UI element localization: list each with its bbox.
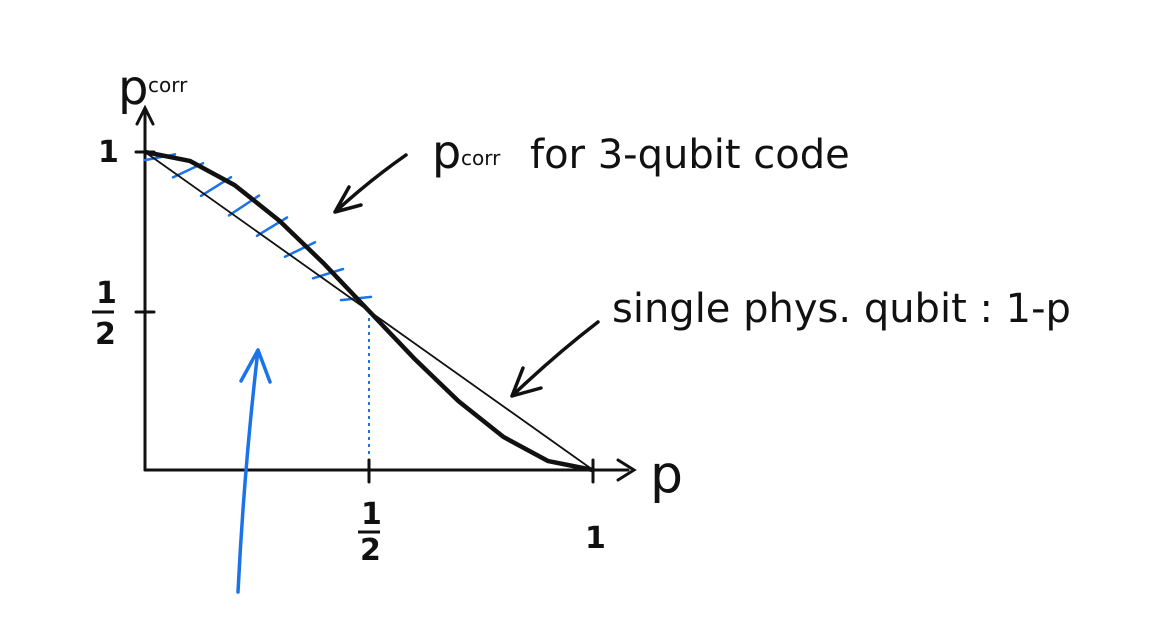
y-axis-title: p (118, 60, 148, 116)
y-tick-label-half-den: 2 (95, 317, 116, 352)
annotation-single: single phys. qubit : 1-p (612, 286, 1071, 332)
annotation-code-sub: corr (461, 146, 501, 170)
hatch-pointer-arrow (236, 348, 272, 594)
y-tick-label-half-num: 1 (96, 276, 117, 311)
hatch-stroke (311, 267, 345, 280)
annotation-code-rest: for 3-qubit code (530, 132, 850, 178)
y-axis-arrowhead (135, 104, 155, 126)
annotation-single-arrow (510, 320, 600, 398)
annotation-code-arrow (333, 153, 408, 214)
y-axis-title-sub: corr (148, 73, 188, 97)
y-tick-label-one: 1 (98, 135, 119, 170)
x-tick-label-one: 1 (585, 521, 606, 556)
x-tick-label-half-den: 2 (360, 533, 381, 568)
series-3-qubit-code-curve (142, 149, 596, 473)
x-axis-title: p (650, 445, 683, 505)
x-axis-arrowhead (616, 458, 637, 482)
annotation-code-p: p (432, 125, 461, 179)
x-tick-label-half-num: 1 (361, 497, 382, 532)
